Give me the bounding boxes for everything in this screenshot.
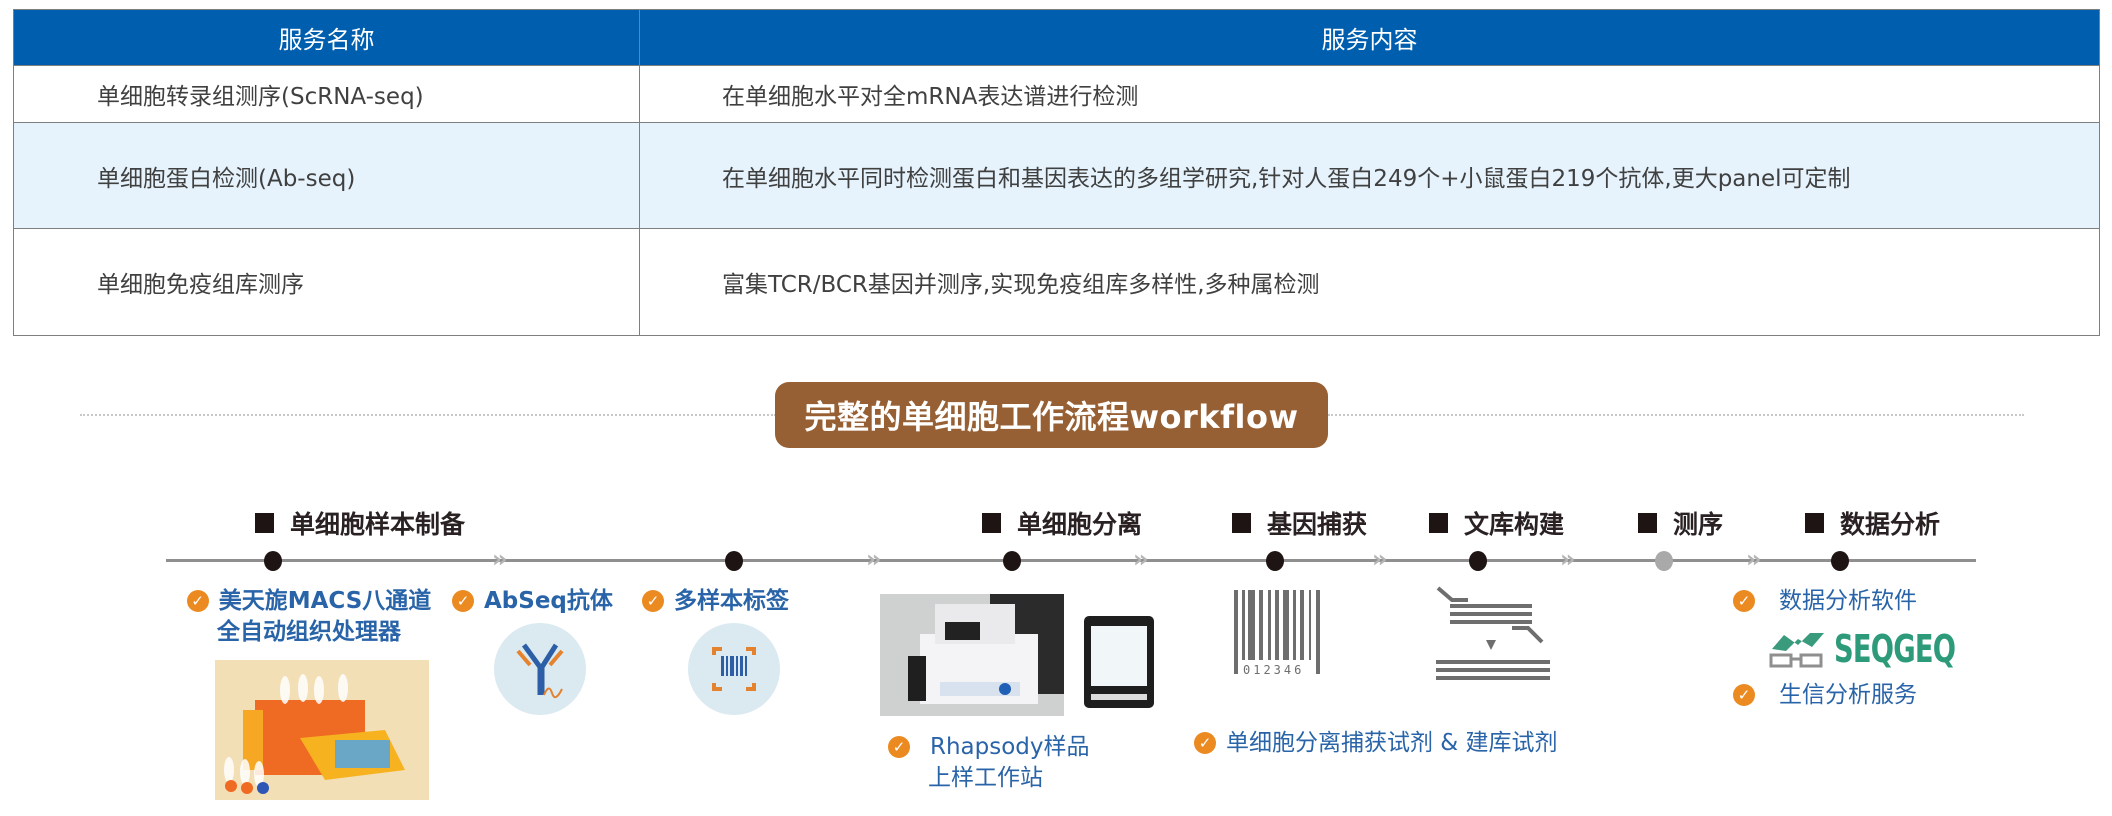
item-analysis-software: ✓数据分析软件 [1733, 586, 1917, 617]
item-capture-reagents: ✓单细胞分离捕获试剂 & 建库试剂 [1194, 728, 1558, 759]
chevron-right-icon: » [1133, 545, 1148, 573]
check-circle-icon: ✓ [1194, 732, 1216, 754]
timeline-line [166, 559, 1976, 562]
check-circle-icon: ✓ [452, 590, 474, 612]
table-row: 单细胞转录组测序(ScRNA-seq) 在单细胞水平对全mRNA表达谱进行检测 [13, 65, 2100, 123]
chevron-right-icon: » [492, 545, 507, 573]
macs-device-image [215, 660, 429, 800]
timeline-dot [1003, 551, 1021, 571]
chevron-right-icon: » [1372, 545, 1387, 573]
header-service-name: 服务名称 [13, 9, 640, 66]
item-rhapsody-station: ✓Rhapsody样品 上样工作站 [888, 732, 1090, 794]
stage-sample-prep: 单细胞样本制备 [255, 505, 465, 541]
item-bioinfo-service: ✓生信分析服务 [1733, 680, 1917, 711]
check-circle-icon: ✓ [186, 590, 209, 612]
timeline-dot [1469, 551, 1487, 571]
dotted-divider-left [80, 414, 776, 416]
chevron-right-icon: » [1560, 545, 1575, 573]
stage-cell-isolation: 单细胞分离 [982, 505, 1142, 541]
timeline-dot [1266, 551, 1284, 571]
item-macs-processor: ✓美天旎MACS八通道 全自动组织处理器 [184, 586, 434, 648]
square-bullet-icon [1429, 513, 1448, 533]
item-multiplex-tag: ✓多样本标签 [642, 586, 789, 617]
table-row: 单细胞蛋白检测(Ab-seq) 在单细胞水平同时检测蛋白和基因表达的多组学研究,… [13, 122, 2100, 229]
dotted-divider-right [1328, 414, 2024, 416]
rhapsody-instrument-image [880, 594, 1064, 716]
service-name: 单细胞蛋白检测(Ab-seq) [13, 122, 640, 229]
check-circle-icon: ✓ [1733, 590, 1755, 612]
timeline-dot-sequencing [1655, 551, 1673, 571]
cartridge-image [1084, 616, 1154, 708]
stage-data-analysis: 数据分析 [1805, 505, 1940, 541]
check-circle-icon: ✓ [888, 736, 910, 758]
service-desc: 在单细胞水平同时检测蛋白和基因表达的多组学研究,针对人蛋白249个+小鼠蛋白21… [639, 122, 2100, 229]
seqgeo-logo: SEQGEQ [1768, 627, 1986, 671]
square-bullet-icon [255, 513, 274, 533]
service-desc: 在单细胞水平对全mRNA表达谱进行检测 [639, 65, 2100, 123]
barcode-scan-icon [688, 623, 780, 715]
item-abseq-antibody: ✓AbSeq抗体 [452, 586, 613, 617]
stage-gene-capture: 基因捕获 [1232, 505, 1367, 541]
timeline-dot [1831, 551, 1849, 571]
library-construction-icon [1436, 586, 1550, 680]
service-desc: 富集TCR/BCR基因并测序,实现免疫组库多样性,多种属检测 [639, 228, 2100, 336]
chevron-right-icon: » [866, 545, 881, 573]
check-circle-icon: ✓ [1733, 684, 1755, 706]
workflow-title: 完整的单细胞工作流程workflow [775, 382, 1328, 448]
timeline-dot [725, 551, 743, 571]
service-name: 单细胞转录组测序(ScRNA-seq) [13, 65, 640, 123]
stage-library-build: 文库构建 [1429, 505, 1564, 541]
service-name: 单细胞免疫组库测序 [13, 228, 640, 336]
svg-text:012346: 012346 [1243, 663, 1304, 677]
service-table: 服务名称 服务内容 单细胞转录组测序(ScRNA-seq) 在单细胞水平对全mR… [13, 9, 2100, 336]
table-header-row: 服务名称 服务内容 [13, 9, 2100, 66]
check-circle-icon: ✓ [642, 590, 664, 612]
seqgeo-glasses-icon [1769, 633, 1824, 668]
square-bullet-icon [1805, 513, 1824, 533]
chevron-right-icon: » [1746, 545, 1761, 573]
timeline-dot [264, 551, 282, 571]
header-service-content: 服务内容 [639, 9, 2100, 66]
antibody-icon [494, 623, 586, 715]
barcode-icon: 012346 [1234, 590, 1320, 677]
square-bullet-icon [1232, 513, 1251, 533]
stage-sequencing: 测序 [1638, 505, 1723, 541]
square-bullet-icon [1638, 513, 1657, 533]
square-bullet-icon [982, 513, 1001, 533]
table-row: 单细胞免疫组库测序 富集TCR/BCR基因并测序,实现免疫组库多样性,多种属检测 [13, 228, 2100, 336]
